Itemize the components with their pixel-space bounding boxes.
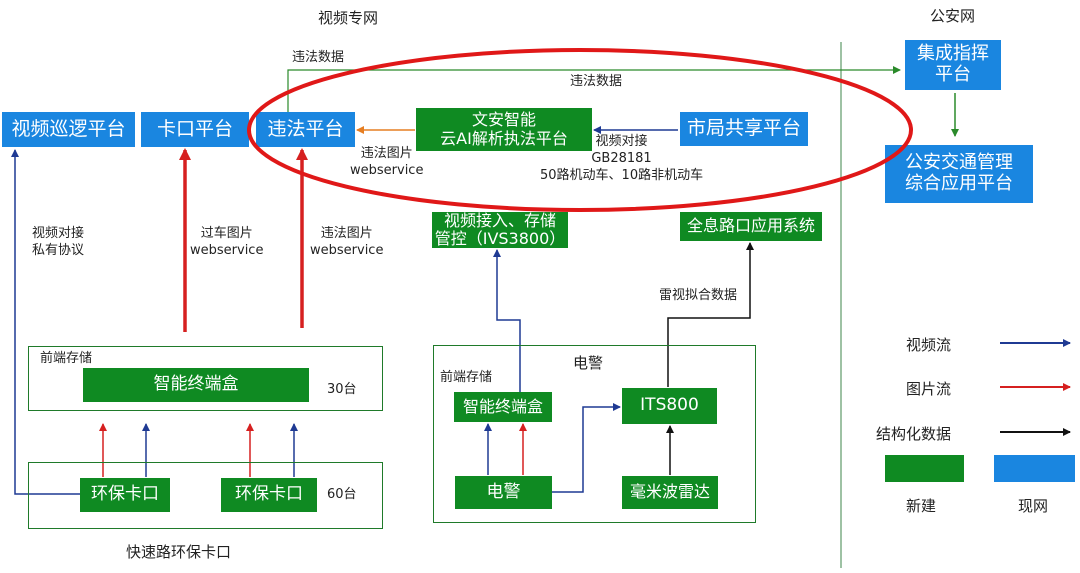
traffic-management-platform[interactable]: 公安交通管理 综合应用平台 (885, 145, 1033, 203)
its800-device[interactable]: ITS800 (622, 388, 717, 424)
e-police-group (433, 345, 756, 523)
count-30-label: 30台 (327, 382, 357, 397)
legend-new-label: 新建 (906, 497, 937, 515)
holo-intersection-system[interactable]: 全息路口应用系统 (680, 212, 822, 241)
violation-image-ws-label-1: 违法图片 webservice (350, 146, 424, 178)
video-docking-private-label: 视频对接 私有协议 (32, 226, 85, 258)
e-police-device[interactable]: 电警 (455, 476, 552, 509)
police-network-heading: 公安网 (930, 7, 976, 25)
legend-structured-label: 结构化数据 (876, 425, 952, 443)
env-checkpoint-2[interactable]: 环保卡口 (221, 478, 317, 512)
video-docking-gb-label: 视频对接 GB28181 50路机动车、10路非机动车 (540, 134, 704, 183)
violation-data-label-2: 违法数据 (570, 74, 623, 89)
front-storage-left-label: 前端存储 (40, 351, 93, 366)
passing-image-ws-label: 过车图片 webservice (190, 226, 264, 258)
command-platform[interactable]: 集成指挥 平台 (905, 40, 1001, 90)
legend-new-swatch (885, 455, 964, 482)
checkpoint-platform[interactable]: 卡口平台 (141, 112, 249, 147)
epolice-to-its-line (552, 403, 621, 493)
video-docking-line (11, 149, 80, 495)
violation-platform[interactable]: 违法平台 (256, 112, 355, 147)
e-police-group-label: 电警 (573, 354, 604, 372)
radar-video-fusion-label: 雷视拟合数据 (659, 288, 738, 303)
video-patrol-platform[interactable]: 视频巡逻平台 (2, 112, 135, 147)
count-60-label: 60台 (327, 487, 357, 502)
mmwave-radar[interactable]: 毫米波雷达 (622, 476, 718, 509)
violation-image-ws-label-2: 违法图片 webservice (310, 226, 384, 258)
left-terminal-group (28, 346, 383, 411)
video-network-heading: 视频专网 (318, 9, 379, 27)
terminal-box-right[interactable]: 智能终端盒 (454, 392, 552, 422)
legend-video-label: 视频流 (906, 336, 952, 354)
video-access-ivs3800[interactable]: 视频接入、存储 管控（IVS3800） (432, 211, 568, 248)
expressway-group-label: 快速路环保卡口 (126, 543, 232, 561)
its-to-holo-line (667, 242, 754, 387)
terminal-box-left[interactable]: 智能终端盒 (83, 368, 309, 402)
expressway-group (28, 462, 383, 529)
front-storage-right-label: 前端存储 (440, 370, 493, 385)
legend-image-label: 图片流 (906, 380, 952, 398)
violation-data-label-1: 违法数据 (292, 50, 345, 65)
legend-existing-label: 现网 (1018, 497, 1049, 515)
terminal-to-ivs-line (493, 249, 521, 392)
env-checkpoint-1[interactable]: 环保卡口 (80, 478, 170, 512)
legend-existing-swatch (994, 455, 1075, 482)
